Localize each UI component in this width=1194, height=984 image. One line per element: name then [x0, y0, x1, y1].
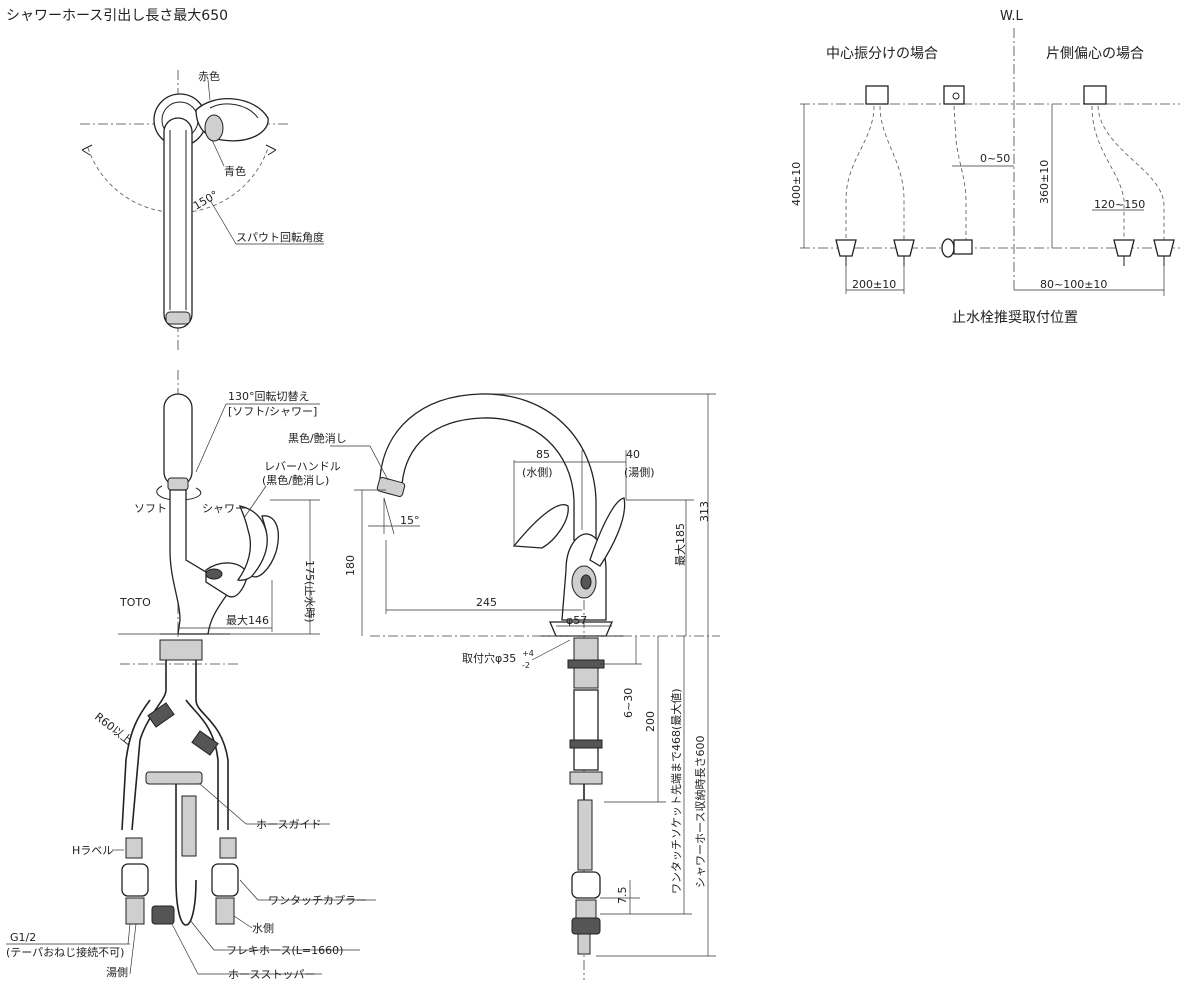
dim-200-label: 200	[644, 711, 657, 732]
side-view	[6, 370, 376, 975]
dim-245-label: 245	[476, 596, 497, 609]
offset-type-label: 片側偏心の場合	[1046, 46, 1144, 62]
h175-label: 175(止水時)	[303, 560, 316, 623]
wl-label: W.L	[1000, 9, 1023, 24]
spout-rotation-label: スパウト回転角度	[236, 230, 324, 244]
h400-label: 400±10	[790, 162, 803, 206]
h360-label: 360±10	[1038, 160, 1051, 204]
socket-468-label: ワンタッチソケット先端まで468(最大値)	[669, 688, 683, 894]
water-side-label: 水側	[252, 922, 274, 935]
dim-7-5-label: 7.5	[616, 887, 629, 905]
rotate-switch-label: 130°回転切替え	[228, 389, 310, 403]
dim-85-label: 85	[536, 448, 550, 461]
g12-label: G1/2	[10, 931, 36, 944]
valve-layout: W.L	[800, 9, 1180, 296]
water-side-paren-label: (水側)	[522, 466, 553, 479]
valve-position-title: 止水栓推奨取付位置	[952, 310, 1078, 326]
max-146-label: 最大146	[226, 613, 269, 627]
flexi-hose-label: フレキホース(L=1660)	[226, 944, 343, 957]
w200-label: 200±10	[852, 278, 896, 291]
hose-guide-label: ホースガイド	[256, 818, 321, 831]
dim-180-label: 180	[344, 555, 357, 576]
front-view	[330, 393, 720, 980]
hose-length-note: シャワーホース引出し長さ最大650	[6, 8, 228, 24]
stop-valve	[835, 238, 973, 266]
lever-color-label: (黒色/艶消し)	[262, 473, 329, 487]
dim-313-label: 313	[698, 501, 711, 522]
lever-handle-label: レバーハンドル	[264, 460, 341, 473]
soft-shower-label: [ソフト/シャワー]	[228, 405, 317, 418]
tol-plus-label: +4	[522, 649, 534, 658]
w120-150-label: 120~150	[1094, 198, 1145, 211]
hose-stopper-label: ホースストッパー	[228, 968, 315, 981]
top-view	[80, 70, 324, 350]
hot-side-label: 湯側	[106, 966, 128, 979]
blue-color-label: 青色	[224, 164, 246, 178]
red-color-label: 赤色	[198, 69, 220, 83]
shower-label: シャワー	[202, 502, 246, 515]
mount-hole-label: 取付穴φ35	[462, 651, 516, 665]
dim-6-30-label: 6~30	[622, 688, 635, 718]
w80-100-label: 80~100±10	[1040, 278, 1107, 291]
dim-40-label: 40	[626, 448, 640, 461]
coupler-label: ワンタッチカプラー	[268, 894, 367, 907]
hose-600-label: シャワーホース収納時長さ600	[694, 736, 707, 888]
r60-label: R60以上	[92, 710, 134, 747]
max-185-label: 最大185	[673, 523, 687, 566]
soft-label: ソフト	[134, 502, 167, 515]
center-type-label: 中心振分けの場合	[826, 46, 938, 62]
h-label: Hラベル	[72, 844, 113, 857]
offset-0-50-label: 0~50	[980, 152, 1010, 165]
phi57-label: φ57	[566, 614, 587, 627]
deg-15-label: 15°	[400, 514, 420, 527]
tol-minus-label: -2	[522, 661, 530, 670]
hot-side-paren-label: (湯側)	[624, 466, 655, 479]
toto-label: TOTO	[119, 596, 151, 609]
black-matte-label: 黒色/艶消し	[288, 431, 347, 445]
taper-note-label: (テーパおねじ接続不可)	[6, 945, 124, 959]
angle-150-label: 150°	[191, 188, 220, 213]
